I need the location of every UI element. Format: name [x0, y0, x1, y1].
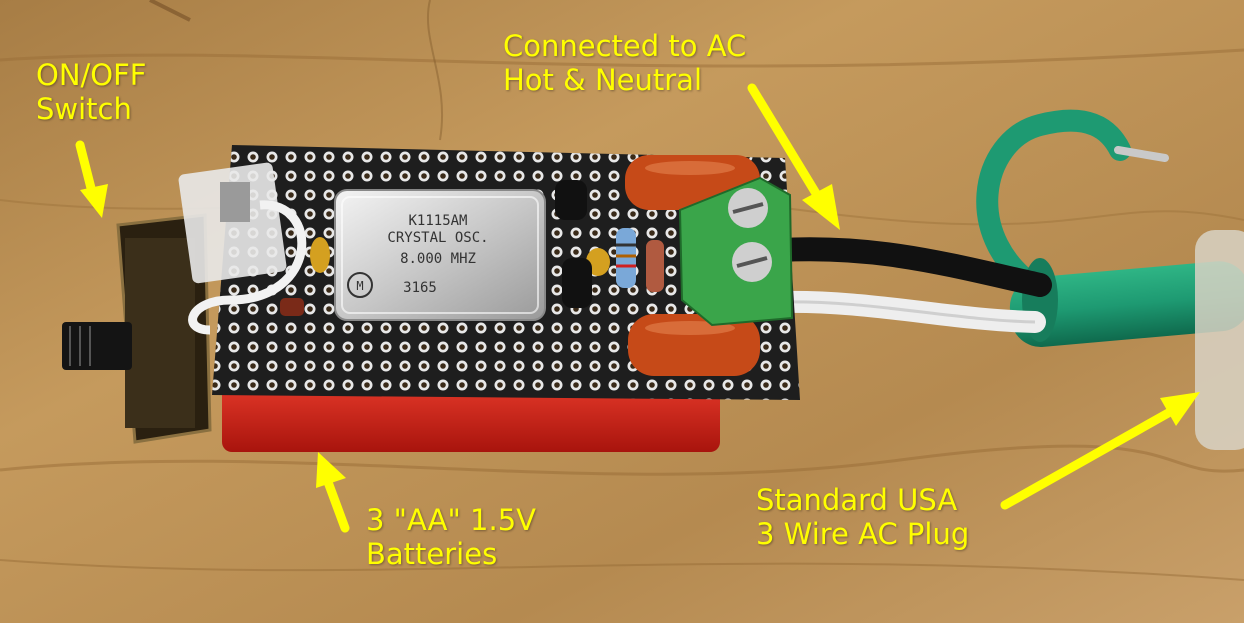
switch-label-line-1: ON/OFF	[36, 58, 147, 92]
ac-label-line-1: Connected to AC	[503, 29, 747, 63]
ac-wires	[768, 237, 1052, 333]
osc-code: 3165	[403, 280, 437, 296]
ac-power-cable	[976, 109, 1244, 450]
osc-logo: M	[356, 279, 363, 293]
plug-label: Standard USA 3 Wire AC Plug	[756, 483, 969, 551]
white-connector	[178, 162, 307, 335]
ac-connection-label: Connected to AC Hot & Neutral	[503, 29, 746, 97]
batteries-label: 3 "AA" 1.5V Batteries	[366, 503, 536, 571]
terminal-block	[678, 176, 794, 327]
crystal-oscillator: K1115AM CRYSTAL OSC. 8.000 MHZ M 3165	[334, 189, 546, 321]
batteries-label-line-1: 3 "AA" 1.5V	[366, 503, 537, 537]
arrow-to-plug	[1000, 392, 1200, 510]
switch-label-line-2: Switch	[36, 92, 132, 126]
arrow-to-ac-wires	[747, 83, 840, 230]
osc-type: CRYSTAL OSC.	[387, 230, 488, 246]
plug-label-line-1: Standard USA	[756, 483, 958, 517]
osc-part-number: K1115AM	[408, 213, 467, 229]
arrow-to-batteries	[316, 452, 350, 533]
ac-label-line-2: Hot & Neutral	[503, 63, 703, 97]
batteries-label-line-2: Batteries	[366, 537, 498, 571]
components	[280, 180, 664, 316]
annotation-arrows	[75, 83, 1200, 533]
plug-label-line-2: 3 Wire AC Plug	[756, 517, 970, 551]
motorola-logo-icon	[347, 272, 373, 298]
arrow-to-switch	[75, 140, 108, 218]
switch-label: ON/OFF Switch	[36, 58, 146, 126]
on-off-switch	[62, 213, 212, 444]
osc-frequency: 8.000 MHZ	[400, 251, 476, 267]
